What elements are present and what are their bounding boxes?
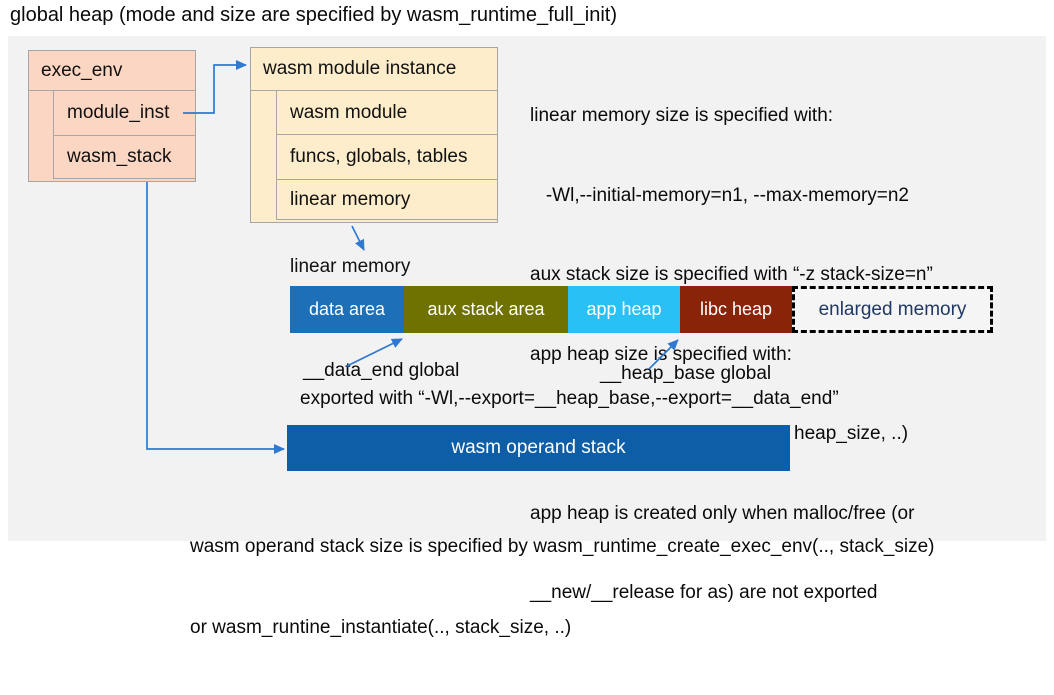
diagram-page: global heap (mode and size are specified… (8, 4, 1046, 638)
note-line: aux stack size is specified with “-z sta… (530, 264, 933, 285)
exec-env-row-module-inst: module_inst (53, 91, 195, 136)
segment-data-area: data area (290, 286, 404, 333)
heap-base-global-label: __heap_base global (600, 363, 772, 384)
data-end-global-label: __data_end global (303, 360, 460, 381)
exported-with-label: exported with “-Wl,--export=__heap_base,… (300, 388, 839, 409)
exec-env-rows: module_inst wasm_stack (53, 91, 195, 179)
row-linear-memory: linear memory (276, 180, 497, 220)
wasm-module-instance-box: wasm module instance wasm module funcs, … (250, 47, 498, 223)
wasm-module-instance-rows: wasm module funcs, globals, tables linea… (276, 91, 497, 220)
segment-app-heap: app heap (568, 286, 680, 333)
linear-memory-bar: data area aux stack area app heap libc h… (290, 286, 993, 333)
exec-env-header: exec_env (29, 51, 195, 91)
note-line: -Wl,--initial-memory=n1, --max-memory=n2 (530, 184, 909, 206)
segment-libc-heap: libc heap (680, 286, 792, 333)
note-line: or wasm_runtine_instantiate(.., stack_si… (190, 617, 572, 638)
linear-memory-label: linear memory (290, 256, 411, 277)
wasm-operand-stack-bar: wasm operand stack (287, 425, 790, 471)
diagram-title: global heap (mode and size are specified… (10, 4, 617, 26)
operand-stack-notes: wasm operand stack size is specified by … (190, 479, 935, 695)
exec-env-box: exec_env module_inst wasm_stack (28, 50, 196, 182)
row-funcs-globals-tables: funcs, globals, tables (276, 135, 497, 180)
segment-enlarged-memory: enlarged memory (792, 286, 993, 333)
segment-aux-stack-area: aux stack area (404, 286, 568, 333)
note-line: app heap is created only when malloc/fre… (530, 502, 915, 524)
note-line: app heap size is specified with: (530, 343, 792, 365)
note-line: linear memory size is specified with: (530, 105, 834, 126)
row-wasm-module: wasm module (276, 91, 497, 135)
wasm-module-instance-header: wasm module instance (251, 48, 497, 91)
exec-env-row-wasm-stack: wasm_stack (53, 136, 195, 179)
